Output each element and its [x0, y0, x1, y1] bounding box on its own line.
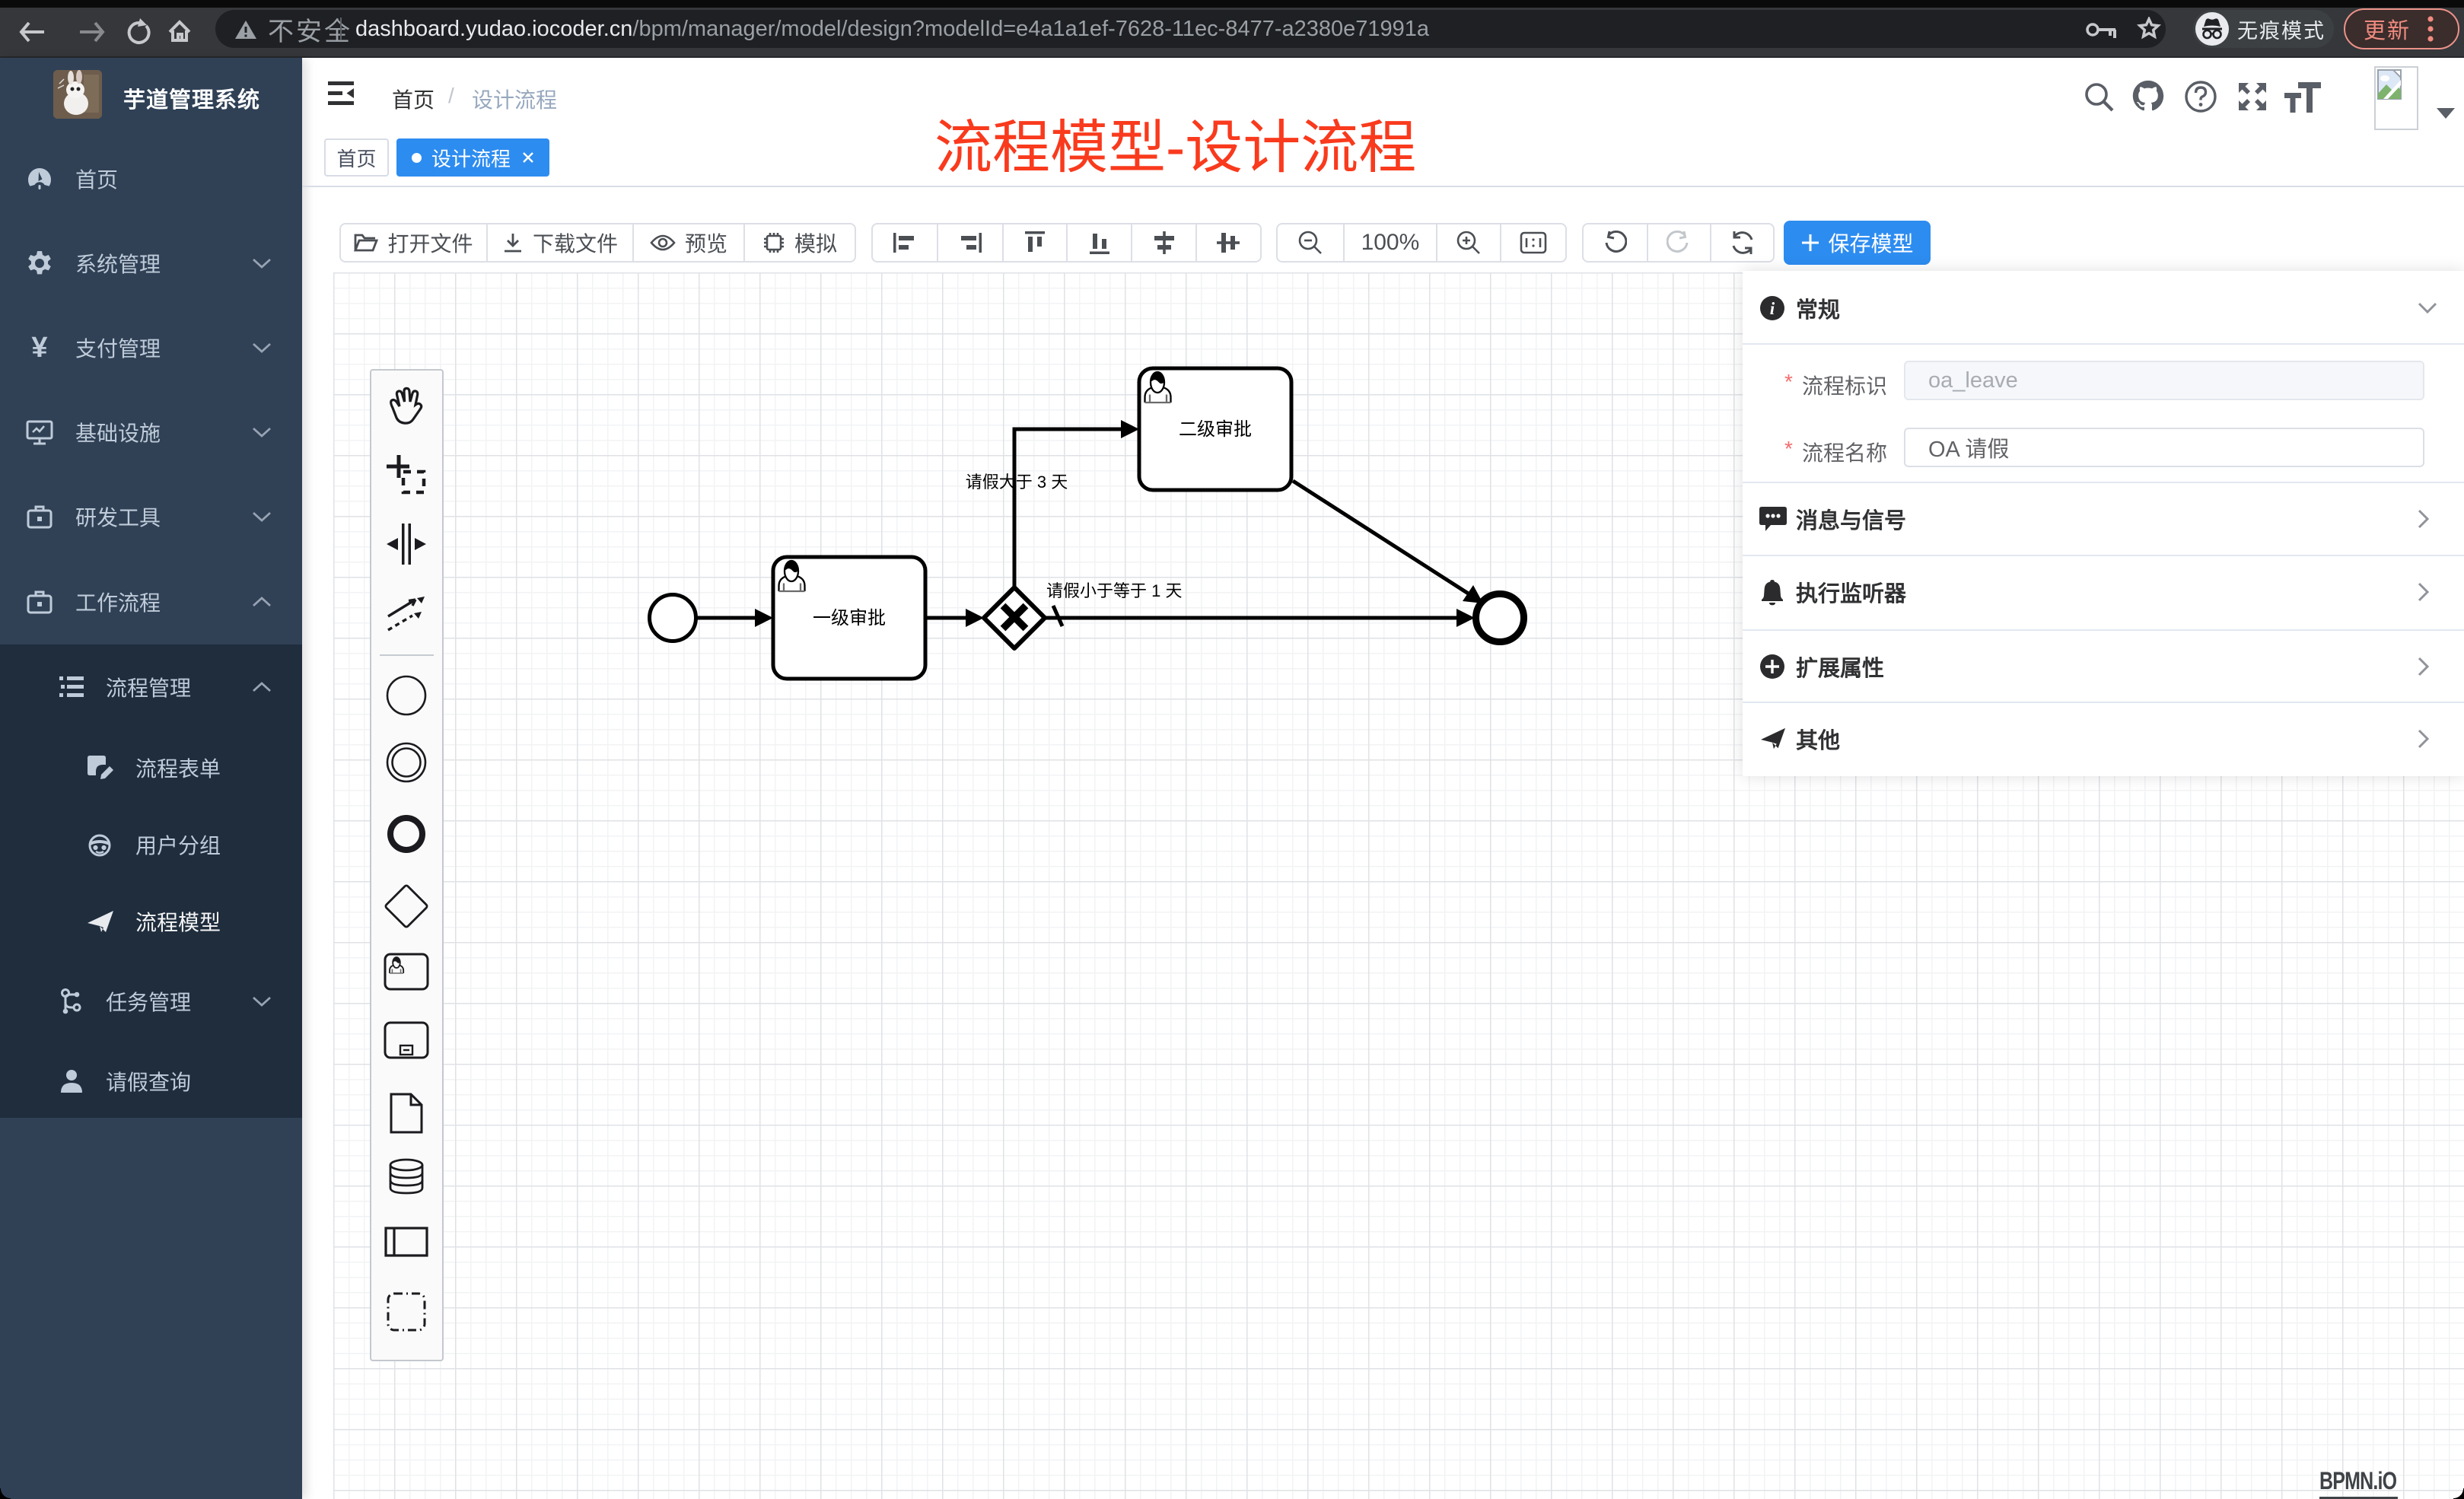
svg-text:¥: ¥ [31, 334, 47, 361]
svg-text:请假小于等于 1 天: 请假小于等于 1 天 [1046, 581, 1182, 600]
svg-text:二级审批: 二级审批 [1179, 419, 1252, 440]
svg-text:一级审批: 一级审批 [813, 608, 886, 629]
svg-text:请假大于 3 天: 请假大于 3 天 [966, 473, 1068, 492]
svg-text:i: i [1770, 299, 1775, 318]
